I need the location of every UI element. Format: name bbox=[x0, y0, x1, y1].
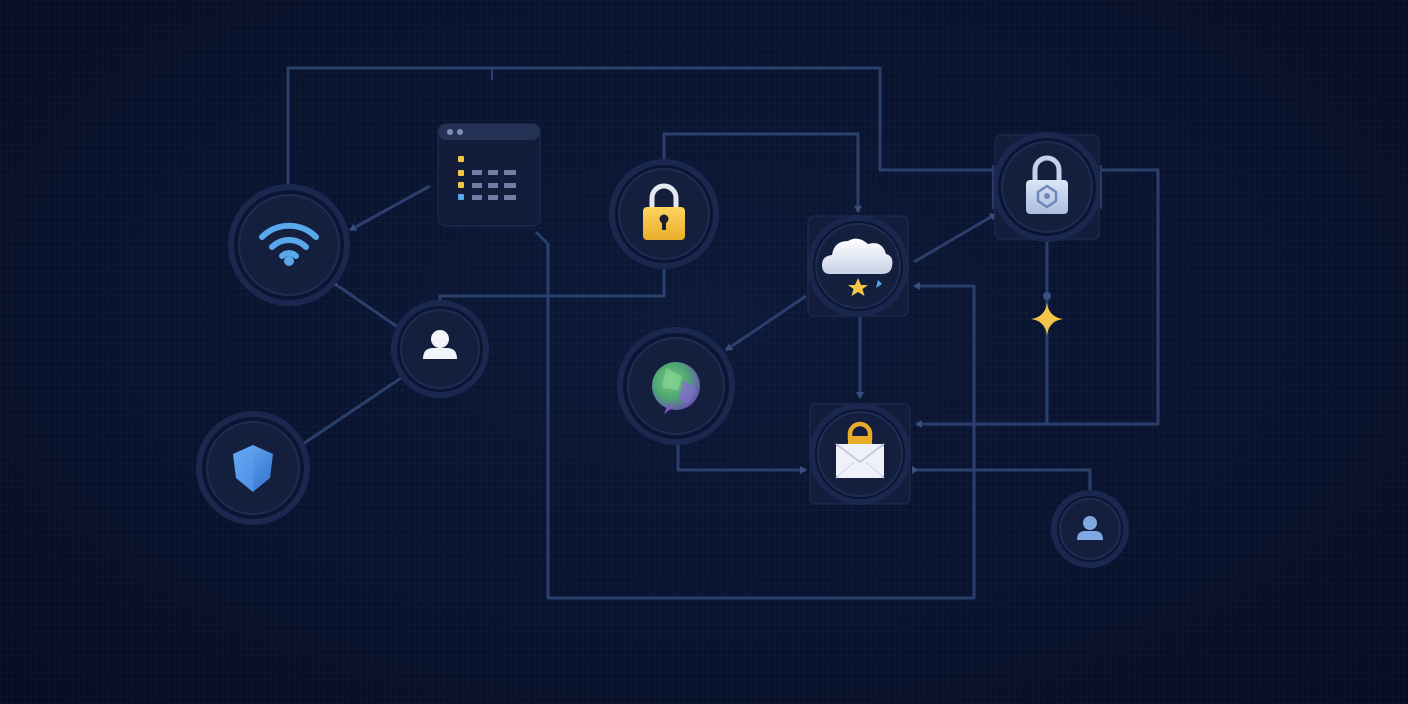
padlock-icon bbox=[643, 183, 685, 240]
secure-lock-icon bbox=[1026, 155, 1068, 214]
connector-user-padlock bbox=[438, 262, 666, 308]
browser-titlebar bbox=[438, 124, 540, 140]
connector-securelock-loop bbox=[915, 168, 1160, 428]
connector-browser-bigloop bbox=[534, 230, 976, 600]
connector-padlock-cloud bbox=[662, 132, 862, 213]
connector-wifi-user bbox=[330, 279, 403, 332]
globe-icon bbox=[652, 362, 700, 414]
user-center-node[interactable] bbox=[391, 300, 489, 398]
connector-shield-user bbox=[299, 374, 405, 448]
user-right-node[interactable] bbox=[1051, 490, 1129, 568]
cloud-star-icon bbox=[822, 238, 893, 296]
globe-node[interactable] bbox=[617, 327, 735, 445]
browser-node[interactable] bbox=[437, 123, 541, 227]
wifi-dot bbox=[284, 256, 294, 266]
connector-cloud-globe bbox=[725, 294, 807, 352]
cloud-node[interactable] bbox=[807, 215, 909, 317]
shield-node[interactable] bbox=[196, 411, 310, 525]
connector-cloud-securelock bbox=[913, 212, 997, 264]
wifi-icon bbox=[259, 222, 319, 259]
padlock-node[interactable] bbox=[609, 159, 719, 269]
spark-node[interactable] bbox=[1031, 292, 1063, 335]
browser-window-icon bbox=[458, 156, 516, 200]
connector-browser-wifi bbox=[349, 184, 431, 232]
connector-wifi-top-loop bbox=[286, 66, 1000, 190]
locked-mail-icon bbox=[835, 421, 885, 479]
secure-lock-node[interactable] bbox=[992, 132, 1102, 242]
connector-mail-user-right bbox=[912, 466, 1092, 494]
sparkle-icon bbox=[1031, 303, 1063, 335]
secure-mail-node[interactable] bbox=[809, 403, 911, 505]
user-icon bbox=[423, 330, 457, 359]
wifi-node[interactable] bbox=[228, 184, 350, 306]
user-icon bbox=[1077, 516, 1103, 540]
connector-globe-mail bbox=[676, 436, 807, 474]
